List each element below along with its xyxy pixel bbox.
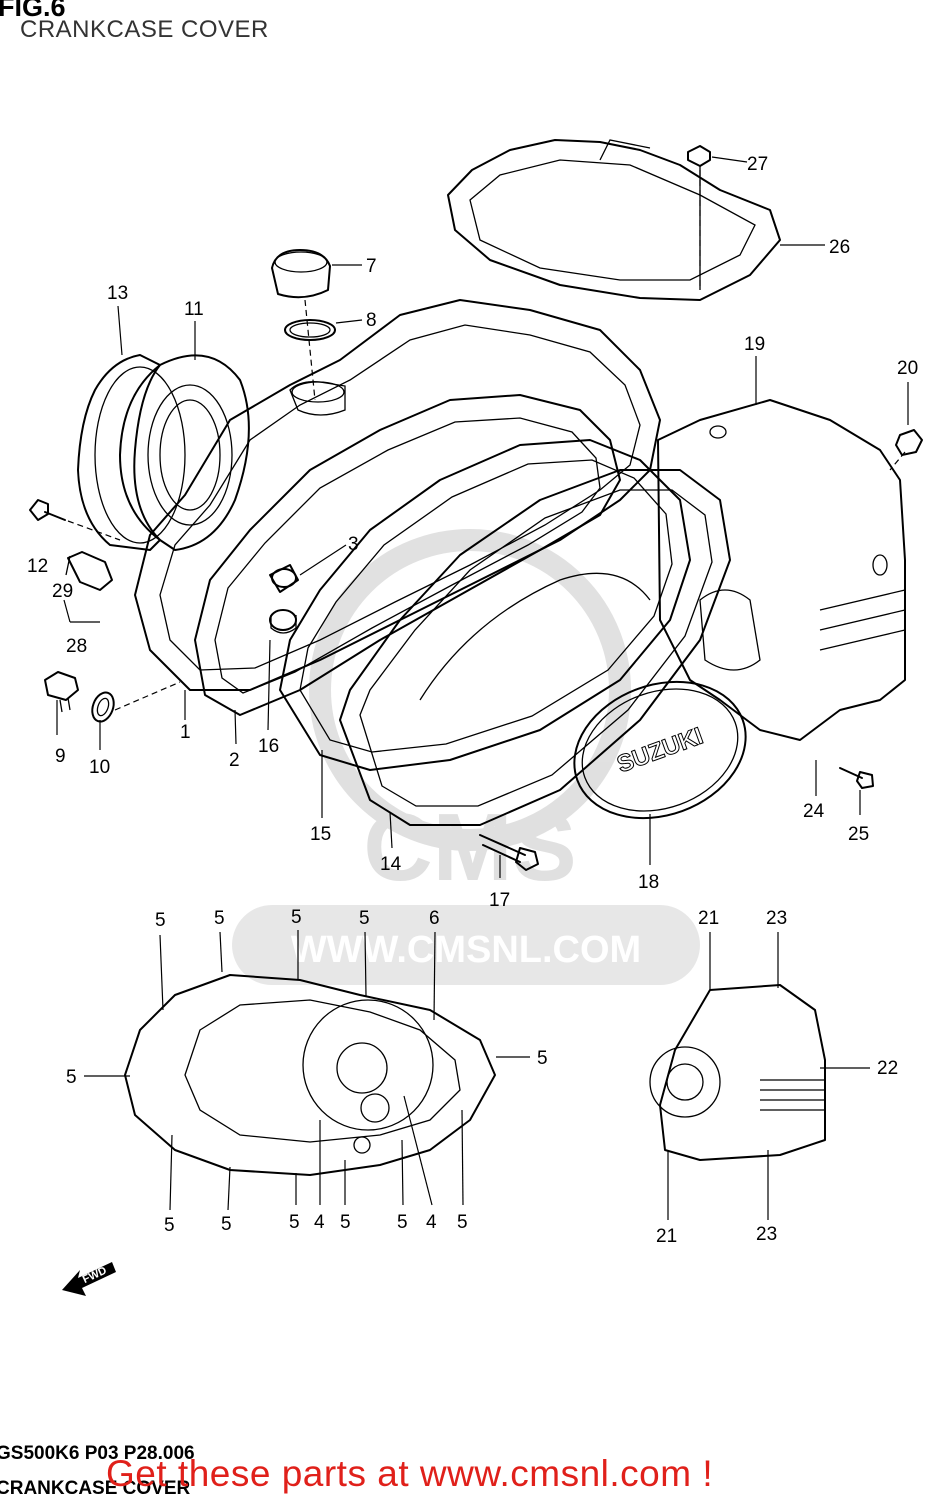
- callout-4-b: 4: [426, 1212, 437, 1233]
- cover-plate-26: [447, 139, 781, 301]
- callout-5-h: 5: [221, 1214, 232, 1235]
- magneto-cover-14: [339, 469, 731, 826]
- callout-5-j: 5: [340, 1212, 351, 1233]
- callout-5-a: 5: [155, 910, 166, 931]
- callout-21-b: 21: [656, 1226, 677, 1247]
- gasket-15: [279, 439, 691, 771]
- callout-20: 20: [897, 358, 918, 379]
- callout-19: 19: [744, 334, 765, 355]
- callout-8: 8: [366, 310, 377, 331]
- callout-11: 11: [184, 299, 204, 320]
- suzuki-emblem-18: SUZUKI: [573, 680, 747, 820]
- diagram-code: GS500K6 P03 P28.006: [0, 1443, 195, 1464]
- callout-23-a: 23: [766, 908, 787, 929]
- gasket-2: [194, 394, 621, 716]
- callout-17: 17: [489, 890, 510, 911]
- callout-7: 7: [366, 256, 377, 277]
- callout-26: 26: [829, 237, 850, 258]
- callout-5-g: 5: [164, 1215, 175, 1236]
- shop-link[interactable]: Get these parts at www.cmsnl.com !: [106, 1453, 714, 1494]
- callout-1: 1: [180, 722, 191, 743]
- forward-arrow-label: FWD: [81, 1265, 109, 1286]
- callout-5-i: 5: [289, 1212, 300, 1233]
- callout-12: 12: [27, 556, 48, 577]
- figure-subtitle: CRANKCASE COVER: [20, 16, 269, 43]
- gasket-11: [133, 354, 250, 551]
- callout-22: 22: [877, 1058, 898, 1079]
- callout-9: 9: [55, 746, 66, 767]
- switch-29: [65, 551, 113, 591]
- drain-plug-9: [44, 671, 79, 713]
- right-cover-detail: [649, 984, 826, 1161]
- callout-29: 29: [52, 581, 73, 602]
- watermark-logo-text: CMS: [363, 794, 576, 901]
- leader-lines: [56, 156, 909, 1220]
- callout-23-b: 23: [756, 1224, 777, 1245]
- forward-arrow: FWD: [62, 1262, 116, 1296]
- dowel-pin-3: [269, 564, 299, 593]
- callout-18: 18: [638, 872, 659, 893]
- plug-20: [889, 429, 923, 471]
- callout-6: 6: [429, 908, 440, 929]
- callout-5-b: 5: [214, 908, 225, 929]
- callout-5-e: 5: [537, 1048, 548, 1069]
- bolt-25: [839, 767, 874, 789]
- cover-gasket-detail: [124, 974, 496, 1176]
- callout-27: 27: [747, 154, 768, 175]
- callout-5-k: 5: [397, 1212, 408, 1233]
- callout-28: 28: [66, 636, 87, 657]
- callout-10: 10: [89, 757, 110, 778]
- callout-3: 3: [348, 534, 359, 555]
- oil-filler-cap-7: [271, 249, 331, 401]
- right-cover-19: [657, 399, 906, 741]
- callout-25: 25: [848, 824, 869, 845]
- diagram-name: CRANKCASE COVER: [0, 1478, 191, 1499]
- callout-5-f: 5: [66, 1067, 77, 1088]
- callout-13: 13: [107, 283, 128, 304]
- o-ring-8: [284, 319, 336, 341]
- callout-5-d: 5: [359, 908, 370, 929]
- callout-4-a: 4: [314, 1212, 325, 1233]
- bolt-27: [687, 145, 711, 290]
- callout-labels: 27 26 7 8 13 11 19 20 12 3 29 28 1 2 16 …: [27, 154, 918, 1247]
- callout-2: 2: [229, 750, 240, 771]
- bolt-17: [479, 834, 539, 871]
- washer-10: [91, 681, 181, 723]
- bolt-12: [29, 499, 121, 541]
- figure-title: FIG.6: [0, 0, 66, 22]
- callout-15: 15: [310, 824, 331, 845]
- cover-13: [77, 354, 186, 551]
- callout-24: 24: [803, 801, 825, 822]
- dowel-pin-16: [269, 609, 297, 634]
- callout-14: 14: [380, 854, 402, 875]
- callout-5-c: 5: [291, 907, 302, 928]
- callout-21-a: 21: [698, 908, 719, 929]
- watermark-url: WWW.CMSNL.COM: [291, 929, 641, 971]
- watermark: CMS WWW.CMSNL.COM: [232, 529, 700, 985]
- callout-5-l: 5: [457, 1212, 468, 1233]
- callout-16: 16: [258, 736, 279, 757]
